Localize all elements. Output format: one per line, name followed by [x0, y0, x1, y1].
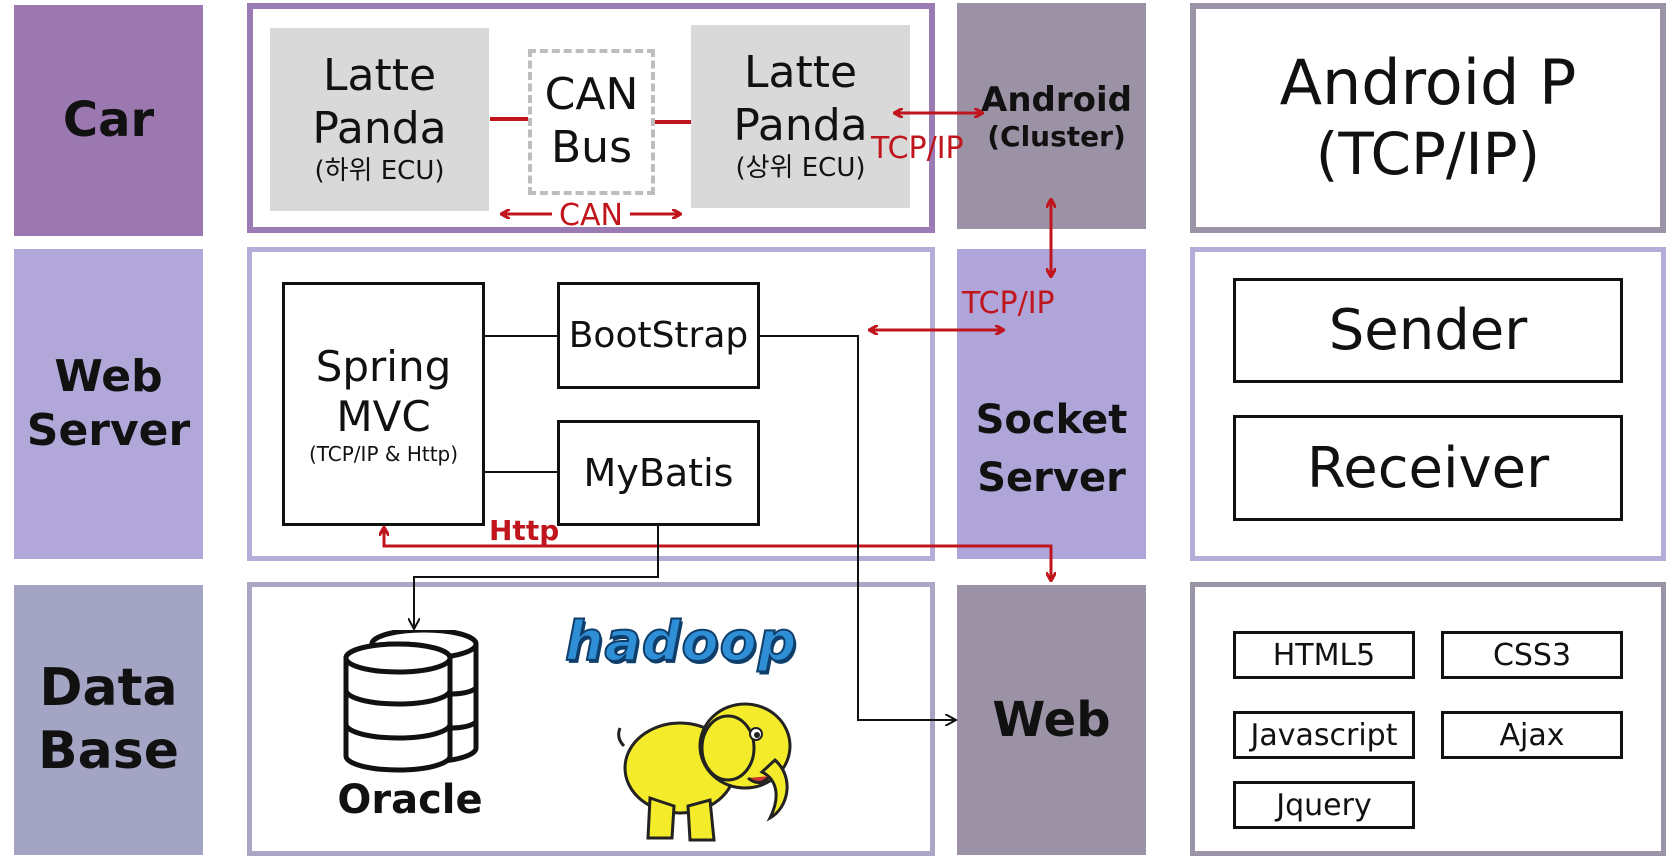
oracle-database-icon: [343, 630, 479, 773]
tech-tag-css3-text: CSS3: [1492, 637, 1572, 673]
socket-server-line2: Server: [977, 455, 1126, 501]
spring-line1: Spring: [315, 341, 452, 391]
can-label: CAN: [556, 195, 626, 235]
row-label-database: Data Base: [14, 585, 203, 855]
android-p-panel: Android P (TCP/IP): [1190, 3, 1666, 233]
row-label-web-server-line2: Server: [26, 405, 191, 456]
socket-server-box: Socket Server: [957, 249, 1146, 559]
row-label-database-line2: Base: [38, 721, 179, 781]
tech-tag-jquery-text: Jquery: [1276, 787, 1372, 823]
sender-label: Sender: [1328, 298, 1528, 363]
bootstrap-box: BootStrap: [557, 282, 760, 389]
android-p-line2: (TCP/IP): [1315, 120, 1541, 189]
hadoop-logo: hadoop: [564, 609, 815, 674]
web-technologies-panel: [1190, 582, 1666, 856]
http-label: Http: [489, 514, 559, 547]
tech-tag-javascript-text: Javascript: [1250, 717, 1398, 753]
tech-tag-jquery: Jquery: [1233, 781, 1415, 829]
spring-mvc-box: Spring MVC (TCP/IP & Http): [282, 282, 485, 526]
web-server-panel: [247, 247, 935, 561]
tech-tag-css3: CSS3: [1441, 631, 1623, 679]
oracle-label: Oracle: [330, 775, 490, 825]
tech-tag-ajax-text: Ajax: [1499, 717, 1565, 753]
tech-tag-html5: HTML5: [1233, 631, 1415, 679]
row-label-web-server: Web Server: [14, 249, 203, 559]
web-title: Web: [992, 692, 1111, 748]
hadoop-elephant-icon: [617, 702, 792, 842]
tcpip-label-car: TCP/IP: [870, 131, 964, 166]
lower-ecu-line2: Panda: [312, 102, 447, 154]
can-bus-box: CAN Bus: [528, 49, 655, 195]
arrow-mybatis-oracle: [414, 526, 659, 628]
lower-ecu-sub: (하위 ECU): [314, 156, 445, 187]
android-p-line1: Android P: [1279, 46, 1577, 119]
latte-panda-upper-ecu: Latte Panda (상위 ECU): [691, 25, 910, 208]
upper-ecu-line1: Latte: [743, 46, 858, 98]
can-bus-line2: Bus: [551, 122, 632, 173]
row-label-car-text: Car: [62, 92, 155, 149]
receiver-box: Receiver: [1233, 415, 1623, 521]
tech-tag-javascript: Javascript: [1233, 711, 1415, 759]
row-label-web-server-line1: Web: [54, 351, 163, 403]
row-label-car: Car: [14, 5, 203, 236]
web-box: Web: [957, 585, 1146, 855]
spring-line2: MVC: [336, 392, 431, 441]
row-label-database-line1: Data: [39, 657, 178, 718]
upper-ecu-line2: Panda: [733, 99, 868, 151]
arrow-bootstrap-web: [760, 335, 955, 720]
oracle-label-text: Oracle: [337, 777, 483, 823]
mybatis-label: MyBatis: [583, 451, 734, 495]
upper-ecu-sub: (상위 ECU): [735, 153, 866, 184]
tcpip-label-socket: TCP/IP: [961, 286, 1055, 321]
can-label-text: CAN: [559, 197, 623, 233]
android-cluster-box: Android (Cluster): [957, 3, 1146, 229]
arrow-http-spring-web: [382, 530, 1051, 580]
can-bus-line1: CAN: [544, 69, 639, 121]
lower-ecu-line1: Latte: [322, 49, 437, 101]
sender-box: Sender: [1233, 278, 1623, 383]
android-title: Android: [981, 79, 1132, 120]
tech-tag-ajax: Ajax: [1441, 711, 1623, 759]
receiver-label: Receiver: [1306, 435, 1550, 501]
tech-tag-html5-text: HTML5: [1272, 637, 1376, 673]
bootstrap-label: BootStrap: [568, 315, 749, 356]
latte-panda-lower-ecu: Latte Panda (하위 ECU): [270, 28, 489, 211]
socket-server-line1: Socket: [975, 397, 1128, 443]
socket-components-panel: [1190, 247, 1666, 561]
spring-sub: (TCP/IP & Http): [308, 442, 459, 467]
mybatis-box: MyBatis: [557, 420, 760, 526]
hadoop-wordmark: hadoop: [564, 609, 798, 674]
car-panel: [247, 3, 935, 233]
android-sub: (Cluster): [987, 119, 1126, 153]
